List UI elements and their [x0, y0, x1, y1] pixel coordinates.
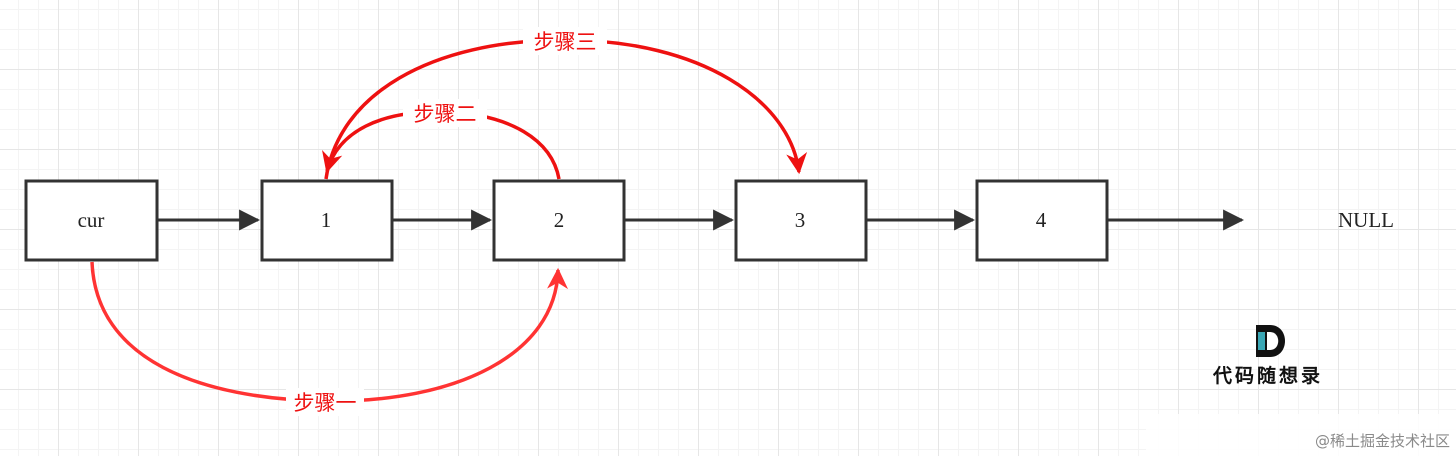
- node-cur: cur: [24, 179, 159, 262]
- step-one-arrow: [90, 261, 569, 403]
- step-one-label-group: 步骤一: [286, 388, 364, 416]
- logo-text: 代码随想录: [1212, 364, 1323, 387]
- node-1-label: 1: [321, 208, 332, 232]
- watermark-backdrop: [1146, 414, 1456, 456]
- step-one-label: 步骤一: [294, 391, 357, 415]
- step-three-arrow: [324, 38, 808, 180]
- node-1: 1: [260, 179, 394, 262]
- step-three-label: 步骤三: [534, 30, 597, 54]
- null-label: NULL: [1338, 208, 1394, 232]
- node-3: 3: [734, 179, 868, 262]
- node-4-label: 4: [1036, 208, 1047, 232]
- step-two-label: 步骤二: [414, 102, 477, 126]
- node-3-label: 3: [795, 208, 806, 232]
- watermark-text: @稀土掘金技术社区: [1314, 432, 1450, 450]
- node-2: 2: [492, 179, 626, 262]
- step-three-label-group: 步骤三: [523, 27, 607, 55]
- logo-d-icon: [1256, 325, 1285, 357]
- node-2-label: 2: [554, 208, 565, 232]
- node-4: 4: [975, 179, 1109, 262]
- node-cur-label: cur: [78, 208, 105, 232]
- step-two-label-group: 步骤二: [403, 99, 487, 127]
- logo: 代码随想录: [1212, 325, 1323, 387]
